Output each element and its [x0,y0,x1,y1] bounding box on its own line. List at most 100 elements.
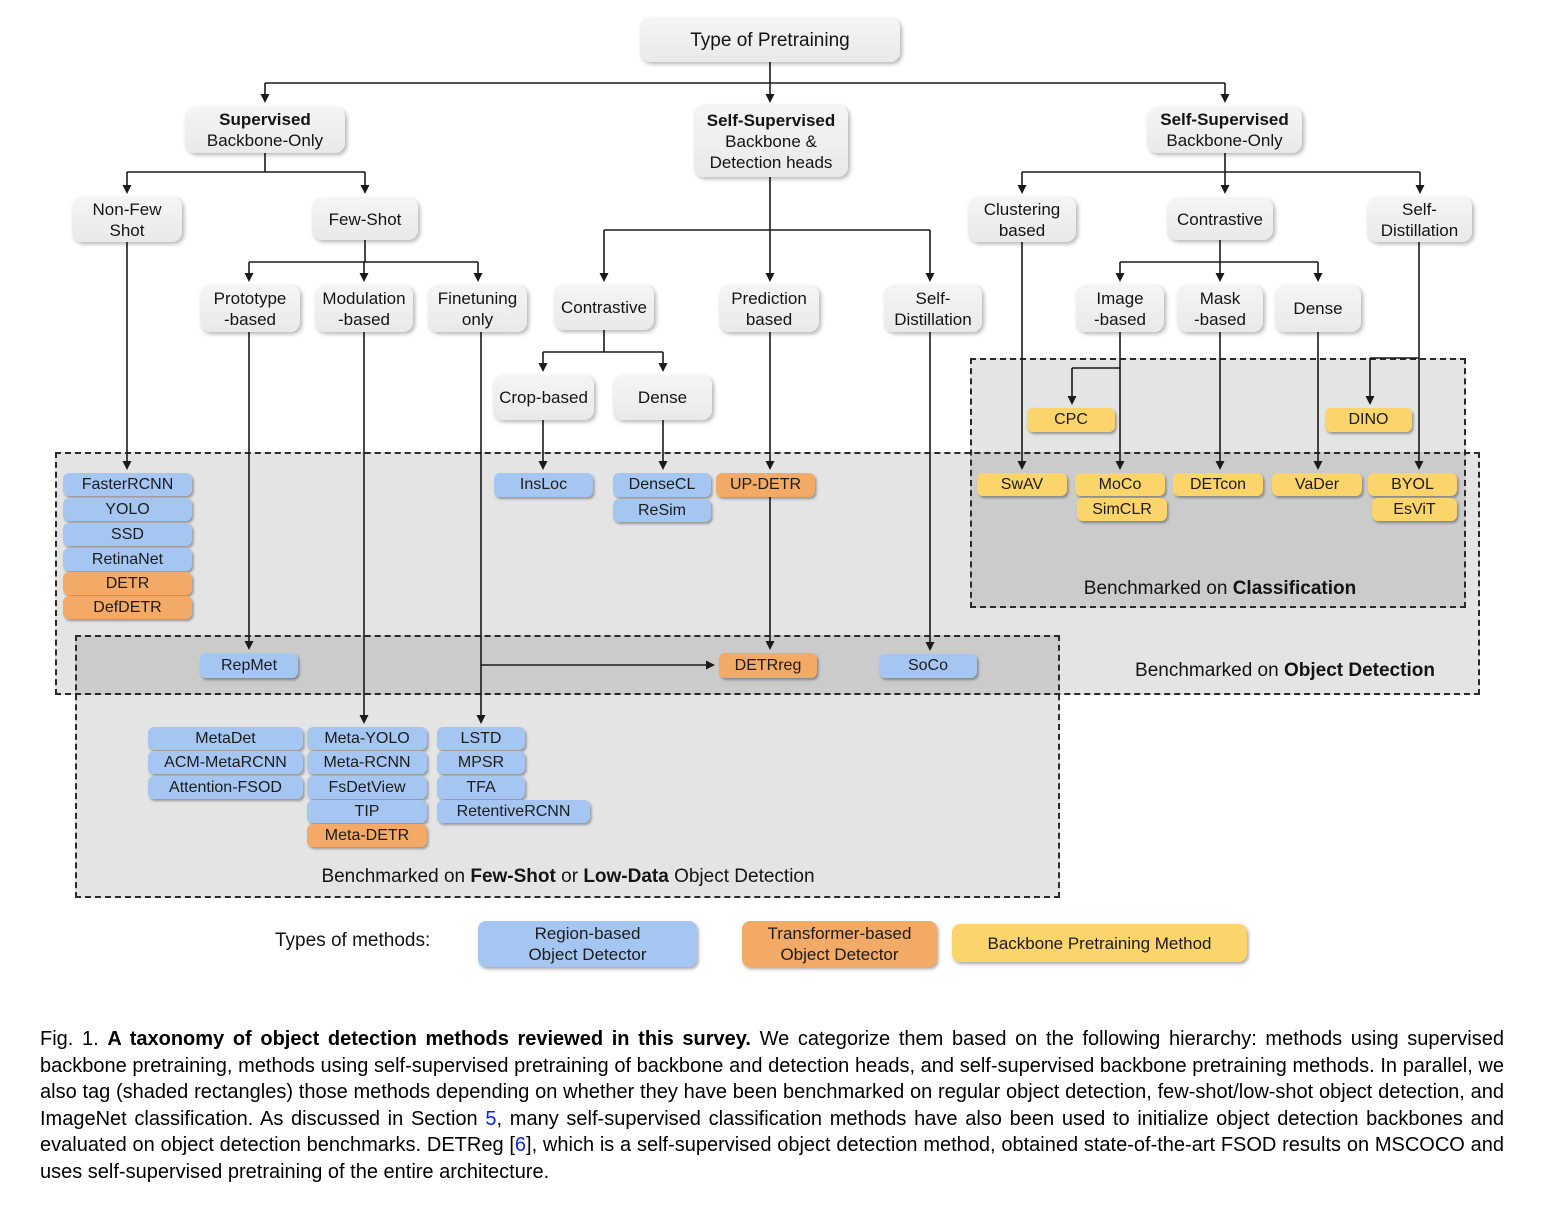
method-insloc: InsLoc [494,473,593,497]
label-text: Benchmarked on [1135,660,1284,681]
node-clustering-based: Clustering based [968,197,1076,242]
node-non-few-shot: Non-Few Shot [72,197,182,242]
label-benchmarked-object-detection: Benchmarked on Object Detection [1115,660,1455,682]
legend-text: Object Detector [780,945,899,964]
node-label: Self-Supervised [706,110,836,130]
node-label: Self- [1402,199,1437,219]
node-label: Dense [1293,299,1343,318]
label-benchmarked-classification: Benchmarked on Classification [1020,578,1420,600]
label-text: Benchmarked on [1083,578,1233,599]
node-label: Detection heads [709,152,833,172]
node-label: Crop-based [499,388,588,407]
label-text: Benchmarked on [321,866,471,887]
legend-region-based-detector: Region-based Object Detector [478,921,697,967]
node-crop-based: Crop-based [493,375,594,420]
node-self-supervised-backbone-heads: Self-Supervised Backbone & Detection hea… [694,105,848,177]
node-label: only [461,309,494,329]
figure-caption: Fig. 1. A taxonomy of object detection m… [40,1026,1504,1185]
method-updetr: UP-DETR [716,473,815,497]
node-modulation-based: Modulation -based [315,285,413,332]
node-contrastive-mid: Contrastive [554,285,654,330]
legend-transformer-based-detector: Transformer-based Object Detector [742,921,937,967]
node-label: based [745,309,793,329]
node-label: Mask [1199,288,1241,308]
node-label: Clustering [983,199,1061,219]
node-prediction-based: Prediction based [719,285,819,332]
node-label: Contrastive [561,298,647,317]
node-mask-based: Mask -based [1177,285,1263,332]
method-detcon: DETcon [1173,473,1263,496]
method-cpc: CPC [1027,408,1115,432]
node-label: -based [1194,309,1246,329]
method-meta-rcnn: Meta-RCNN [307,751,427,774]
method-tfa: TFA [437,776,525,799]
section-5-link[interactable]: 5 [485,1107,497,1130]
method-fasterrcnn: FasterRCNN [63,473,192,496]
method-detr: DETR [63,572,192,595]
method-retentivercnn: RetentiveRCNN [437,800,590,823]
method-lstd: LSTD [437,727,525,750]
legend-title: Types of methods: [275,930,431,951]
node-contrastive-right: Contrastive [1167,198,1273,240]
method-repmet: RepMet [200,653,298,678]
node-type-of-pretraining: Type of Pretraining [640,18,900,62]
node-image-based: Image -based [1076,285,1164,332]
node-label: Image [1096,288,1144,308]
node-label: Shot [109,220,145,240]
caption-fig-label: Fig. 1. [40,1028,108,1050]
node-label: Few-Shot [328,209,402,229]
method-simclr: SimCLR [1077,498,1167,521]
method-meta-detr: Meta-DETR [307,824,427,847]
method-byol: BYOL [1368,473,1457,496]
node-label: Type of Pretraining [690,29,850,51]
method-yolo: YOLO [63,498,192,521]
node-few-shot: Few-Shot [312,198,418,240]
method-retinanet: RetinaNet [63,548,192,571]
method-acm-metarcnn: ACM-MetaRCNN [148,751,303,774]
method-swav: SwAV [977,473,1067,496]
label-text-bold: Low-Data [583,866,669,887]
node-label: Self- [915,288,951,308]
node-label: based [998,220,1046,240]
method-densecl: DenseCL [613,473,711,497]
method-metadet: MetaDet [148,727,303,750]
label-text: or [555,866,584,887]
node-label: -based [338,309,390,329]
node-label: Contrastive [1177,209,1263,229]
node-supervised-backbone-only: Supervised Backbone-Only [185,107,345,153]
method-resim: ReSim [613,499,711,522]
caption-body: We categorize them based on the followin… [40,1028,1504,1130]
legend-backbone-pretraining: Backbone Pretraining Method [952,924,1247,962]
label-text-bold: Few-Shot [470,866,556,887]
method-ssd: SSD [63,523,192,546]
node-label: Prediction [731,288,807,308]
node-label: Dense [637,388,688,407]
node-dense-right: Dense [1275,285,1361,332]
label-text: Object Detection [668,866,815,887]
node-label: Modulation [322,288,406,308]
caption-title: A taxonomy of object detection methods r… [107,1028,751,1050]
method-moco: MoCo [1075,473,1165,496]
node-label: Supervised [219,110,311,129]
legend-text: Region-based [534,924,641,943]
method-meta-yolo: Meta-YOLO [307,727,427,750]
node-label: Backbone & [725,131,817,151]
node-label: Backbone-Only [206,131,324,150]
label-benchmarked-few-shot: Benchmarked on Few-Shot or Low-Data Obje… [218,866,918,888]
node-label: Backbone-Only [1166,131,1283,150]
node-dense-mid: Dense [613,375,712,420]
node-self-distillation-right: Self- Distillation [1367,197,1472,242]
legend-text: Object Detector [528,945,647,964]
method-attention-fsod: Attention-FSOD [148,776,303,799]
reference-6-link[interactable]: 6 [514,1134,527,1156]
node-label: Distillation [1380,220,1459,240]
method-detreg: DETRreg [719,653,817,678]
method-mpsr: MPSR [437,751,525,774]
node-label: Self-Supervised [1160,110,1289,129]
node-self-supervised-backbone-only: Self-Supervised Backbone-Only [1147,107,1302,153]
caption-body: ], which is a self-supervised object det… [40,1134,1504,1183]
node-label: -based [224,309,276,329]
label-text-bold: Object Detection [1283,660,1435,681]
node-prototype-based: Prototype -based [200,285,300,332]
